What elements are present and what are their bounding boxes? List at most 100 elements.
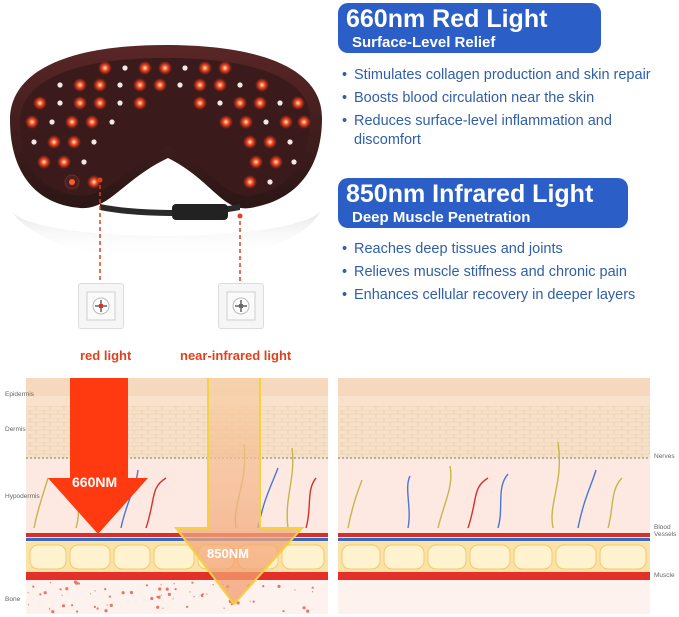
led-light <box>277 100 283 106</box>
led-light <box>93 96 107 110</box>
led-light <box>109 119 115 125</box>
led-light <box>133 78 147 92</box>
led-light <box>138 61 152 75</box>
near-infrared-light-label: near-infrared light <box>180 348 292 363</box>
led-light <box>25 115 39 129</box>
led-light <box>85 115 99 129</box>
bone-speckle <box>32 585 35 588</box>
bone-speckle <box>51 610 55 614</box>
led-light <box>297 115 311 129</box>
bone-speckle <box>156 595 159 598</box>
led-light <box>233 96 247 110</box>
skin-diagram-untreated <box>338 378 650 614</box>
bone-speckle <box>49 607 51 609</box>
red-light-banner: 660nm Red Light Surface-Level Relief <box>338 3 601 53</box>
bone-speckle <box>262 585 265 588</box>
led-light <box>31 139 37 145</box>
led-light <box>243 135 257 149</box>
red-light-title: 660nm Red Light <box>346 5 548 33</box>
bone-speckle <box>172 598 174 600</box>
layer-label-epidermis: Epidermis <box>5 391 34 398</box>
led-light <box>255 78 269 92</box>
bone-speckle <box>302 606 306 610</box>
infrared-benefit-item: Enhances cellular recovery in deeper lay… <box>342 286 672 305</box>
led-light <box>98 61 112 75</box>
bone-speckle <box>252 600 255 603</box>
led-light <box>177 82 183 88</box>
led-light <box>291 96 305 110</box>
bone-speckle <box>186 605 189 608</box>
bone-speckle <box>191 581 194 584</box>
bone-speckle <box>174 588 177 591</box>
led-light <box>37 155 51 169</box>
led-light <box>287 139 293 145</box>
bone-speckle <box>223 607 225 609</box>
infrared-benefit-item: Reaches deep tissues and joints <box>342 240 672 259</box>
bone-speckle <box>212 584 214 586</box>
led-light <box>57 82 63 88</box>
led-light <box>279 115 293 129</box>
bone-speckle <box>162 607 164 609</box>
bone-speckle <box>158 587 162 591</box>
bone-speckle <box>306 609 310 613</box>
bone-speckle <box>294 589 296 591</box>
bone-speckle <box>236 601 240 605</box>
led-light <box>91 139 97 145</box>
infrared-light-banner: 850nm Infrared Light Deep Muscle Penetra… <box>338 178 628 228</box>
layer-label-muscle: Muscle <box>654 572 675 579</box>
led-light <box>198 61 212 75</box>
led-light <box>122 65 128 71</box>
bone-speckle <box>189 591 191 593</box>
bone-speckle <box>94 590 96 592</box>
bone-speckle <box>89 593 92 595</box>
bone-speckle <box>165 587 169 591</box>
bone-speckle <box>43 591 47 595</box>
bone-speckle <box>71 604 74 607</box>
infrared-benefit-item: Relieves muscle stiffness and chronic pa… <box>342 263 672 282</box>
led-light <box>243 175 257 189</box>
bone-speckle <box>129 590 134 595</box>
led-light <box>237 82 243 88</box>
bone-speckle <box>27 592 29 594</box>
layer-label-dermis: Dermis <box>5 426 26 433</box>
led-light <box>153 78 167 92</box>
led-light <box>269 155 283 169</box>
led-light <box>218 61 232 75</box>
bone-speckle <box>173 583 175 585</box>
led-light <box>65 115 79 129</box>
led-light <box>57 155 71 169</box>
red-wavelength-label: 660NM <box>72 474 118 490</box>
bone-speckle <box>150 596 154 601</box>
led-light <box>239 115 253 129</box>
led-light <box>263 135 277 149</box>
led-light <box>217 100 223 106</box>
led-light <box>33 96 47 110</box>
led-light <box>49 119 55 125</box>
led-light <box>133 96 147 110</box>
bone-speckle <box>230 603 233 606</box>
bone-speckle <box>49 609 51 611</box>
bone-speckle <box>201 595 204 598</box>
led-light <box>182 65 188 71</box>
led-light <box>193 78 207 92</box>
bone-speckle <box>106 604 108 606</box>
infrared-led-chip-icon <box>218 283 264 329</box>
bone-speckle <box>145 584 149 587</box>
bone-speckle <box>160 584 162 586</box>
layer-label-bone: Bone <box>5 596 21 603</box>
bone-speckle <box>282 610 285 613</box>
bone-speckle <box>109 603 113 607</box>
bone-speckle <box>311 586 314 589</box>
bone-speckle <box>61 594 63 596</box>
led-light <box>67 135 81 149</box>
red-benefit-item: Reduces surface-level inflammation and d… <box>342 112 662 150</box>
led-light <box>253 96 267 110</box>
led-light <box>117 100 123 106</box>
infrared-light-benefits: Reaches deep tissues and joints Relieves… <box>342 240 672 309</box>
red-benefit-item: Stimulates collagen production and skin … <box>342 66 662 85</box>
bone-speckle <box>65 587 69 591</box>
led-light <box>93 78 107 92</box>
red-led-chip-icon <box>78 283 124 329</box>
bone-speckle <box>108 595 111 598</box>
led-light <box>249 155 263 169</box>
